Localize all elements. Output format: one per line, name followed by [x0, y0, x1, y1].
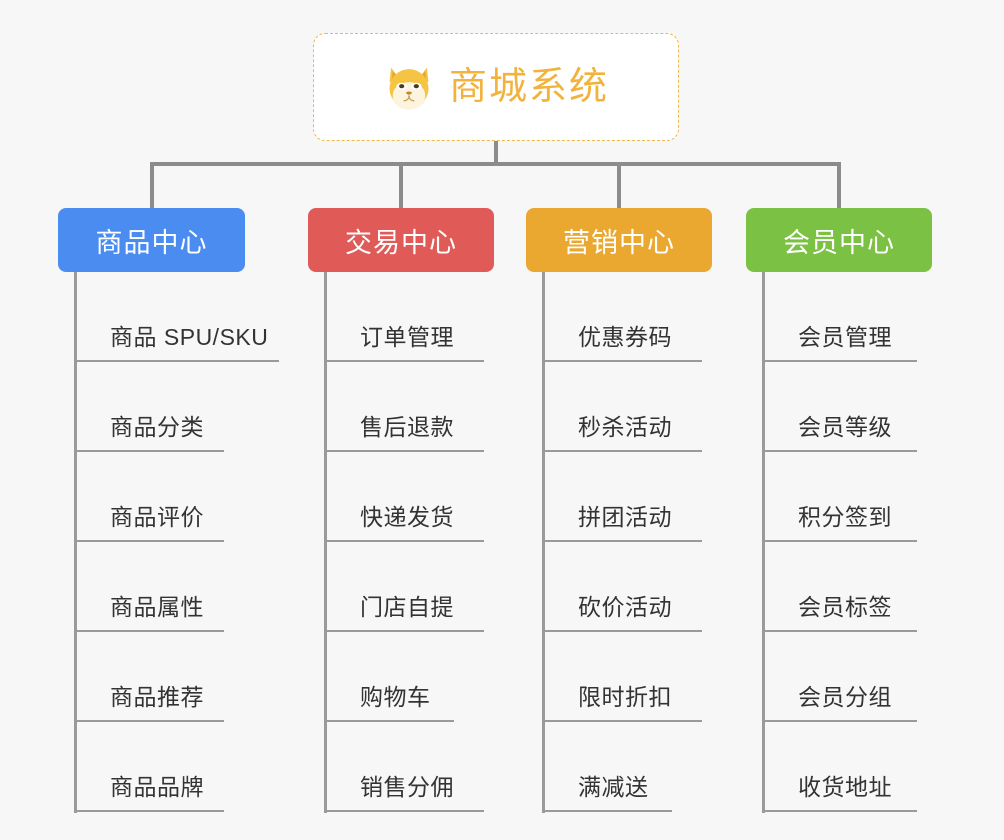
- leaf-item-underline: [74, 810, 224, 812]
- leaf-item-underline: [74, 360, 279, 362]
- category-label: 营销中心: [563, 227, 675, 258]
- category-box-2[interactable]: 交易中心: [308, 208, 494, 272]
- leaf-item-label: 积分签到: [798, 504, 892, 530]
- leaf-item-label: 满减送: [578, 774, 649, 800]
- connector-bus: [150, 162, 841, 166]
- leaf-item-label: 商品 SPU/SKU: [110, 324, 269, 350]
- leaf-item[interactable]: 会员标签: [762, 542, 927, 632]
- leaf-item-label: 商品推荐: [110, 684, 204, 710]
- leaf-item-label: 商品属性: [110, 594, 204, 620]
- leaf-item[interactable]: 商品推荐: [74, 632, 234, 722]
- leaf-item-underline: [324, 360, 484, 362]
- leaf-spine: [542, 272, 545, 813]
- leaf-item-underline: [542, 540, 702, 542]
- leaf-item-label: 销售分佣: [360, 774, 454, 800]
- shiba-dog-icon: [383, 61, 435, 113]
- leaf-item[interactable]: 限时折扣: [542, 632, 712, 722]
- leaf-item-label: 会员等级: [798, 414, 892, 440]
- leaf-spine: [74, 272, 77, 813]
- leaf-item-underline: [762, 360, 917, 362]
- leaf-item-label: 商品品牌: [110, 774, 204, 800]
- connector-root-stub: [494, 141, 498, 164]
- leaf-item-label: 限时折扣: [578, 684, 672, 710]
- leaf-item[interactable]: 商品评价: [74, 452, 234, 542]
- leaf-item-underline: [762, 810, 917, 812]
- leaf-item-label: 购物车: [360, 684, 431, 710]
- leaf-item[interactable]: 商品 SPU/SKU: [74, 272, 289, 362]
- leaf-item-underline: [762, 720, 917, 722]
- category-label: 交易中心: [345, 227, 457, 258]
- category-box-4[interactable]: 会员中心: [746, 208, 932, 272]
- leaf-item[interactable]: 快递发货: [324, 452, 494, 542]
- category-box-1[interactable]: 商品中心: [58, 208, 245, 272]
- leaf-item[interactable]: 优惠券码: [542, 272, 712, 362]
- leaf-item-underline: [74, 450, 224, 452]
- root-node[interactable]: 商城系统: [313, 33, 679, 141]
- leaf-item-label: 会员管理: [798, 324, 892, 350]
- leaf-spine: [324, 272, 327, 813]
- leaf-item-underline: [324, 450, 484, 452]
- leaf-item-label: 售后退款: [360, 414, 454, 440]
- leaf-item-underline: [324, 720, 454, 722]
- category-box-3[interactable]: 营销中心: [526, 208, 712, 272]
- leaf-item[interactable]: 商品属性: [74, 542, 234, 632]
- leaf-item-underline: [762, 630, 917, 632]
- leaf-item[interactable]: 满减送: [542, 722, 682, 812]
- root-label: 商城系统: [448, 66, 609, 108]
- leaf-item-label: 砍价活动: [578, 594, 672, 620]
- leaf-item-underline: [542, 450, 702, 452]
- connector-drop-1: [150, 162, 154, 208]
- leaf-item[interactable]: 砍价活动: [542, 542, 712, 632]
- leaf-item-label: 会员分组: [798, 684, 892, 710]
- leaf-item[interactable]: 会员分组: [762, 632, 927, 722]
- leaf-item-underline: [762, 540, 917, 542]
- leaf-item-label: 商品评价: [110, 504, 204, 530]
- leaf-item[interactable]: 积分签到: [762, 452, 927, 542]
- leaf-item-underline: [74, 630, 224, 632]
- leaf-item-underline: [74, 540, 224, 542]
- leaf-item-label: 收货地址: [798, 774, 892, 800]
- leaf-item-underline: [324, 630, 484, 632]
- leaf-item-label: 门店自提: [360, 594, 454, 620]
- leaf-item-label: 优惠券码: [578, 324, 672, 350]
- leaf-item-underline: [74, 720, 224, 722]
- leaf-item-label: 商品分类: [110, 414, 204, 440]
- leaf-item-label: 拼团活动: [578, 504, 672, 530]
- leaf-item-label: 秒杀活动: [578, 414, 672, 440]
- leaf-item-underline: [542, 720, 702, 722]
- leaf-item[interactable]: 秒杀活动: [542, 362, 712, 452]
- leaf-item-underline: [324, 540, 484, 542]
- leaf-item[interactable]: 门店自提: [324, 542, 494, 632]
- leaf-item-label: 会员标签: [798, 594, 892, 620]
- leaf-item[interactable]: 会员管理: [762, 272, 927, 362]
- leaf-item-underline: [542, 810, 672, 812]
- leaf-item[interactable]: 订单管理: [324, 272, 494, 362]
- leaf-item[interactable]: 销售分佣: [324, 722, 494, 812]
- leaf-item[interactable]: 收货地址: [762, 722, 927, 812]
- leaf-item[interactable]: 会员等级: [762, 362, 927, 452]
- leaf-item[interactable]: 售后退款: [324, 362, 494, 452]
- leaf-item[interactable]: 拼团活动: [542, 452, 712, 542]
- leaf-item-underline: [542, 360, 702, 362]
- leaf-item[interactable]: 购物车: [324, 632, 464, 722]
- leaf-spine: [762, 272, 765, 813]
- connector-drop-3: [617, 162, 621, 208]
- leaf-item-underline: [762, 450, 917, 452]
- category-label: 商品中心: [95, 227, 208, 258]
- connector-drop-4: [837, 162, 841, 208]
- leaf-item-underline: [324, 810, 484, 812]
- leaf-item[interactable]: 商品品牌: [74, 722, 234, 812]
- leaf-item[interactable]: 商品分类: [74, 362, 234, 452]
- leaf-item-label: 订单管理: [360, 324, 454, 350]
- leaf-item-underline: [542, 630, 702, 632]
- leaf-item-label: 快递发货: [360, 504, 454, 530]
- connector-drop-2: [399, 162, 403, 208]
- category-label: 会员中心: [783, 227, 895, 258]
